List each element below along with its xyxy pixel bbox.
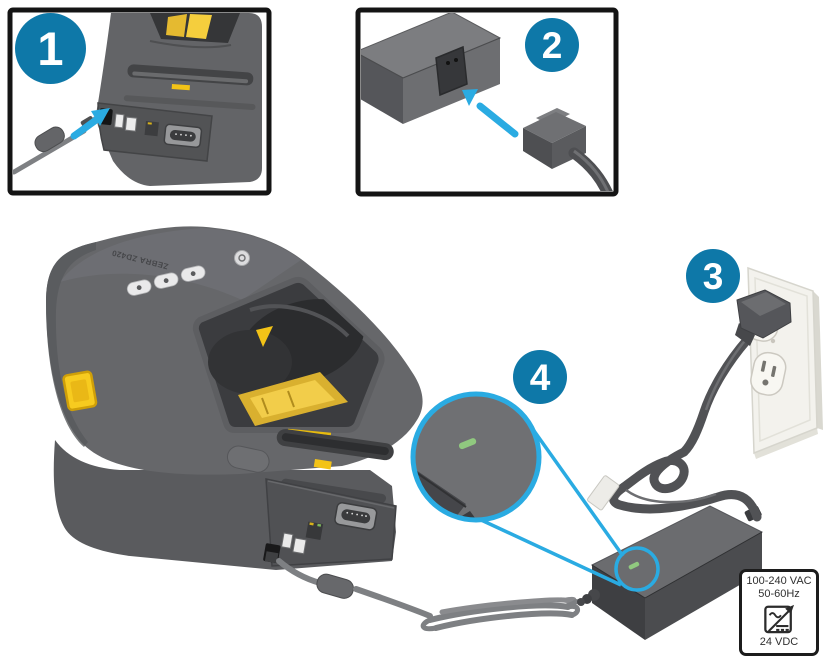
power-plug [735,289,792,346]
step2-illustration [361,13,613,191]
ac-power-cord [587,335,762,522]
power-button [234,250,250,266]
power-supply-brick [361,13,502,124]
magnifier-circle-icon [410,391,542,523]
dc-power-cable [276,558,581,632]
usb-ports [280,532,307,555]
yellow-arrow-marker [256,326,273,347]
magnifier-callout-lines [478,426,625,587]
serial-port [163,123,203,149]
rear-panel [263,478,397,567]
ethernet-port [144,120,159,137]
power-led-zoomed [458,438,477,450]
outlet-bottom-receptacle [750,351,787,396]
yellow-tab [171,84,190,91]
rear-slot [127,64,254,86]
printer-rear-view [96,13,262,186]
media-window-contents [208,299,365,426]
step1-panel [7,7,272,196]
outlet-screw [770,338,776,344]
ferrite-bead [316,573,354,599]
cable-coil [420,597,580,632]
printer [46,226,423,570]
hinge-roller [226,445,270,473]
rating-input-voltage: 100-240 VAC [746,575,812,587]
step2-arrow-icon [462,89,519,138]
lower-slot [123,95,256,110]
ferrite-bead [34,126,65,153]
step2-badge: 2 [525,18,579,72]
media-roll-yellow [186,14,212,39]
power-cord-connector [523,108,613,191]
power-led [628,561,640,570]
step4-badge: 4 [513,350,567,404]
step1-arrow-icon [70,108,110,140]
rear-entry-slot [281,478,387,503]
ac-to-dc-converter-icon [764,604,795,634]
control-buttons [126,265,206,296]
serial-port [334,502,378,531]
rating-input-frequency: 50-60Hz [758,588,800,600]
indicator-small-circle [614,546,660,592]
media-roll-yellow [166,14,187,37]
power-rating-label: 100-240 VAC 50-60Hz 24 VDC [739,569,819,656]
step3-badge: 3 [686,249,740,303]
step1-illustration [13,13,262,186]
cable-tie-band [587,475,620,511]
dc-power-jack [263,543,281,564]
power-supply [577,505,764,640]
media-exit-slot [276,429,394,461]
head-release-latch [62,370,98,412]
ethernet-port [304,520,325,542]
step1-badge: 1 [15,13,86,84]
yellow-tab [313,459,332,470]
usb-ports [114,113,138,132]
rating-output-voltage: 24 VDC [759,636,799,648]
ac-inlet [435,45,468,97]
